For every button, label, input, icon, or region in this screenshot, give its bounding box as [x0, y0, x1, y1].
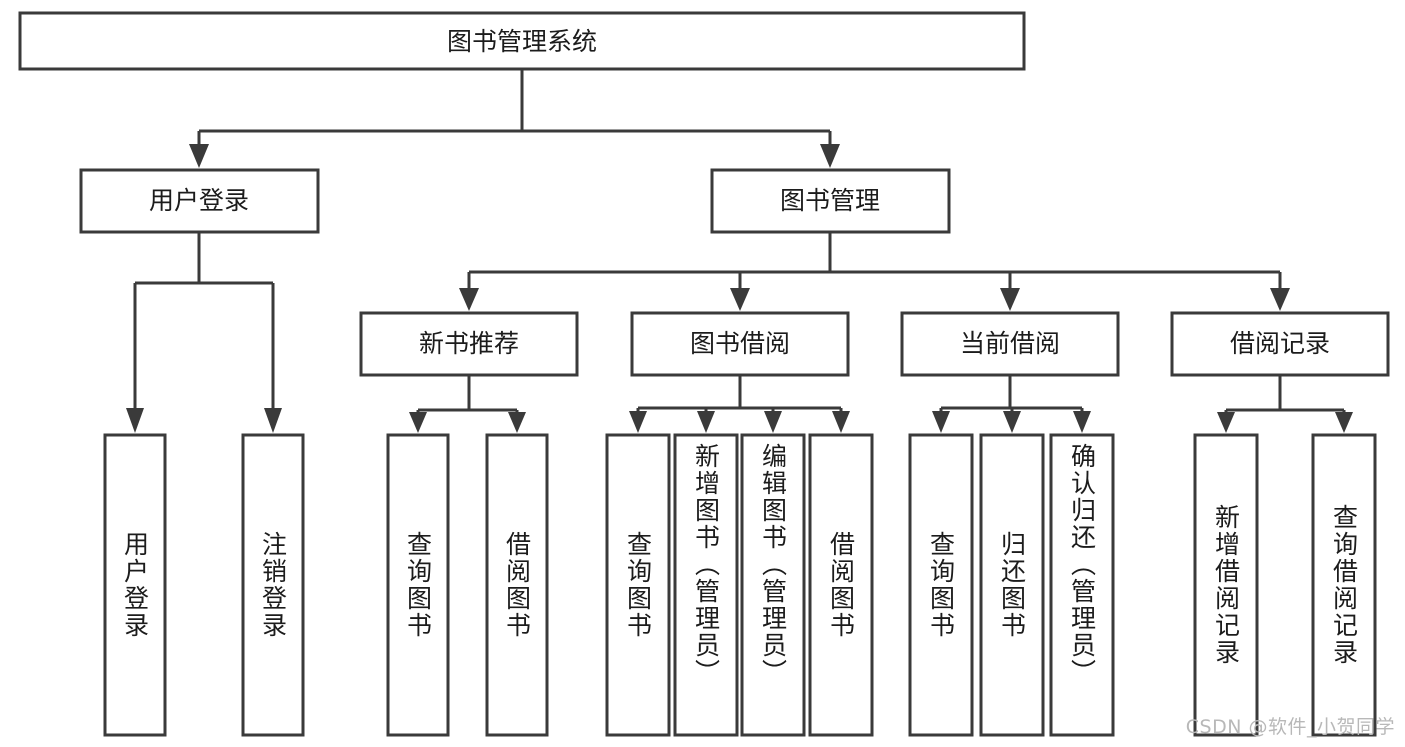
node-book-management[interactable]: 图书管理 — [710, 168, 951, 234]
leaf-box-layer — [103, 433, 1377, 737]
node-leaf-return-book-box[interactable] — [979, 433, 1045, 737]
csdn-watermark: CSDN @软件_小贺同学 — [1185, 716, 1395, 738]
arrow-head-leaf-user-login — [126, 408, 144, 433]
node-new-book-recommend-box[interactable] — [359, 311, 579, 377]
arrow-head-user-login — [189, 144, 209, 168]
node-book-borrow-box[interactable] — [630, 311, 850, 377]
arrow-head-leaf-add-borrow-record — [1217, 412, 1235, 433]
node-borrow-record[interactable]: 借阅记录 — [1170, 311, 1390, 377]
node-current-borrow-box[interactable] — [900, 311, 1120, 377]
node-borrow-record-label: 借阅记录 — [1230, 329, 1330, 358]
node-user-login-box[interactable] — [79, 168, 320, 234]
arrow-head-book-borrow — [730, 288, 750, 311]
node-borrow-record-box[interactable] — [1170, 311, 1390, 377]
node-leaf-query-book-current-box[interactable] — [908, 433, 974, 737]
arrow-head-current-borrow — [1000, 288, 1020, 311]
node-leaf-borrow-book-box[interactable] — [808, 433, 874, 737]
node-leaf-query-borrow-record-box[interactable] — [1311, 433, 1377, 737]
node-current-borrow-label: 当前借阅 — [960, 329, 1060, 358]
node-book-borrow[interactable]: 图书借阅 — [630, 311, 850, 377]
node-leaf-confirm-return-admin-box[interactable] — [1049, 433, 1115, 737]
node-leaf-add-book-admin-box[interactable] — [673, 433, 739, 737]
node-leaf-edit-book-admin-box[interactable] — [740, 433, 806, 737]
arrow-head-leaf-edit-book-admin — [764, 411, 782, 433]
node-leaf-logout-login-box[interactable] — [241, 433, 305, 737]
arrow-head-book-management — [820, 144, 840, 168]
node-new-book-recommend[interactable]: 新书推荐 — [359, 311, 579, 377]
arrow-head-leaf-logout-login — [264, 408, 282, 433]
arrow-head-borrow-record — [1270, 288, 1290, 311]
arrow-head-leaf-borrow-book — [832, 411, 850, 433]
arrow-head-leaf-query-book-rec — [409, 412, 427, 433]
arrow-head-leaf-confirm-return-admin — [1073, 411, 1091, 433]
node-book-management-label: 图书管理 — [780, 186, 880, 215]
node-leaf-query-book-borrow-box[interactable] — [605, 433, 671, 737]
node-book-borrow-label: 图书借阅 — [690, 329, 790, 358]
node-new-book-recommend-label: 新书推荐 — [419, 329, 519, 358]
arrow-head-leaf-add-book-admin — [697, 411, 715, 433]
arrow-head-leaf-query-book-borrow — [629, 411, 647, 433]
node-book-management-box[interactable] — [710, 168, 951, 234]
connector-layer — [126, 69, 1353, 433]
node-root[interactable]: 图书管理系统 — [18, 11, 1026, 71]
arrow-head-leaf-borrow-book-rec — [508, 412, 526, 433]
arrow-head-leaf-return-book — [1003, 411, 1021, 433]
node-root-box[interactable] — [18, 11, 1026, 71]
node-leaf-add-borrow-record-box[interactable] — [1193, 433, 1259, 737]
node-leaf-user-login-box[interactable] — [103, 433, 167, 737]
node-leaf-query-book-rec-box[interactable] — [386, 433, 450, 737]
node-current-borrow[interactable]: 当前借阅 — [900, 311, 1120, 377]
arrow-head-leaf-query-book-current — [932, 411, 950, 433]
arrow-head-new-book-recommend — [459, 288, 479, 311]
node-root-label: 图书管理系统 — [447, 27, 597, 56]
arrow-head-leaf-query-borrow-record — [1335, 412, 1353, 433]
node-leaf-borrow-book-rec-box[interactable] — [485, 433, 549, 737]
node-user-login[interactable]: 用户登录 — [79, 168, 320, 234]
node-user-login-label: 用户登录 — [149, 186, 249, 215]
